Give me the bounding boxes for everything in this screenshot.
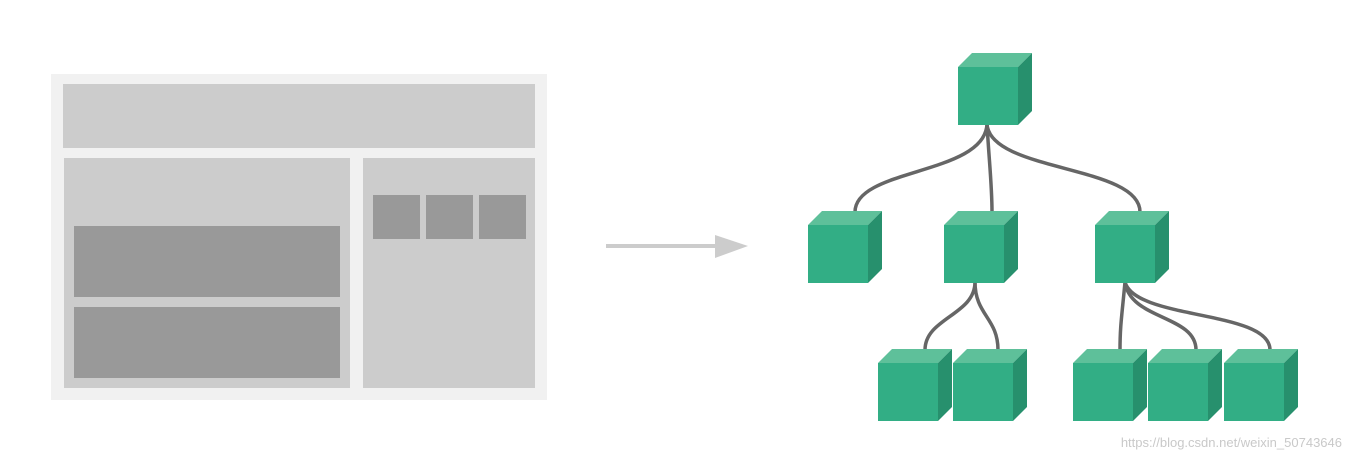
sidebar-tile-2 [426,195,473,239]
child-cube-node-left [808,211,882,283]
sidebar-block [363,158,535,388]
watermark: https://blog.csdn.net/weixin_50743646 [1120,435,1342,450]
connector-right-child-3 [1123,280,1272,352]
content-row-block-2 [74,307,340,378]
connector-root-right [985,122,1142,214]
grandchild-cube-node-1 [878,349,952,421]
connector-right-child-2 [1123,280,1198,352]
grandchild-cube-node-3 [1073,349,1147,421]
grandchild-cube-node-5 [1224,349,1298,421]
header-block [63,84,535,148]
sidebar-tile-3 [479,195,526,239]
arrow-icon [606,235,748,258]
grandchild-cube-node-4 [1148,349,1222,421]
grandchild-cube-node-2 [953,349,1027,421]
connector-root-middle [985,122,994,214]
connector-middle-child-1 [923,280,977,352]
connector-root-left [853,122,989,214]
page-layout-wireframe [51,74,547,400]
connector-middle-child-2 [973,280,1000,352]
main-content-block [64,158,350,388]
child-cube-node-middle [944,211,1018,283]
root-cube-node [958,53,1032,125]
child-cube-node-right [1095,211,1169,283]
sidebar-tile-1 [373,195,420,239]
tree-connectors [853,122,1272,352]
content-row-block-1 [74,226,340,297]
connector-right-child-1 [1118,280,1127,352]
